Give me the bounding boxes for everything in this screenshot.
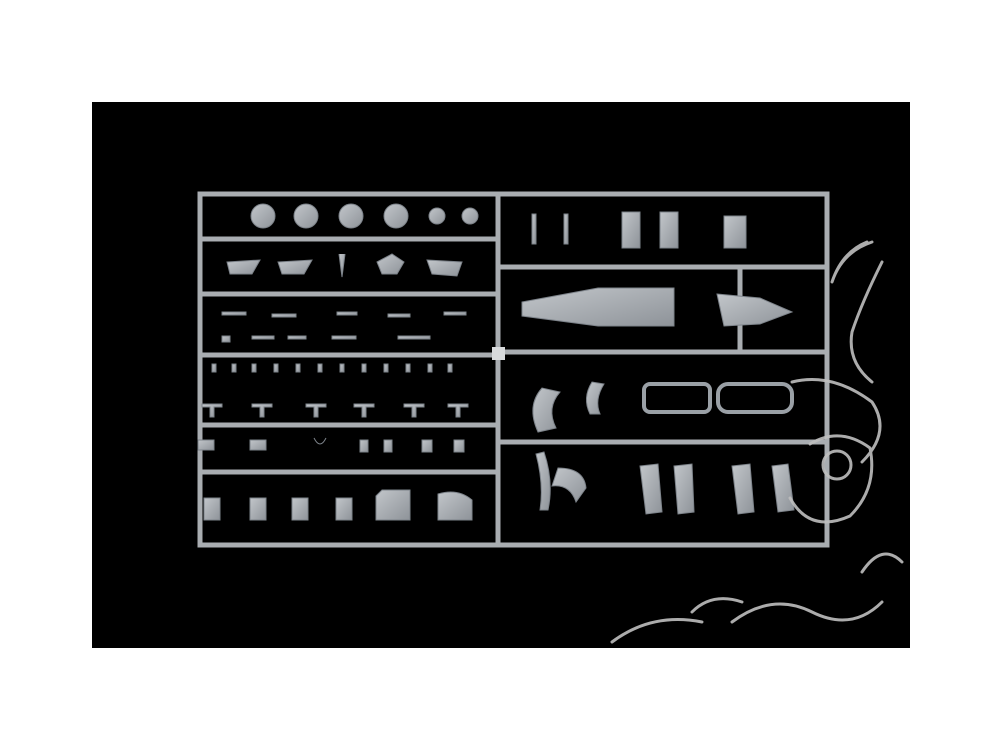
parts-right: [521, 211, 795, 515]
wing-part: [716, 293, 794, 327]
sprue-frame: [197, 191, 830, 548]
parts-left: [197, 203, 479, 521]
gate-hub: [492, 347, 505, 360]
outer-runner: [197, 191, 830, 548]
sprue-photo: [92, 102, 910, 648]
watermark-character: [610, 240, 904, 644]
fuselage-half: [521, 287, 675, 327]
sprue-illustration: [197, 191, 904, 644]
